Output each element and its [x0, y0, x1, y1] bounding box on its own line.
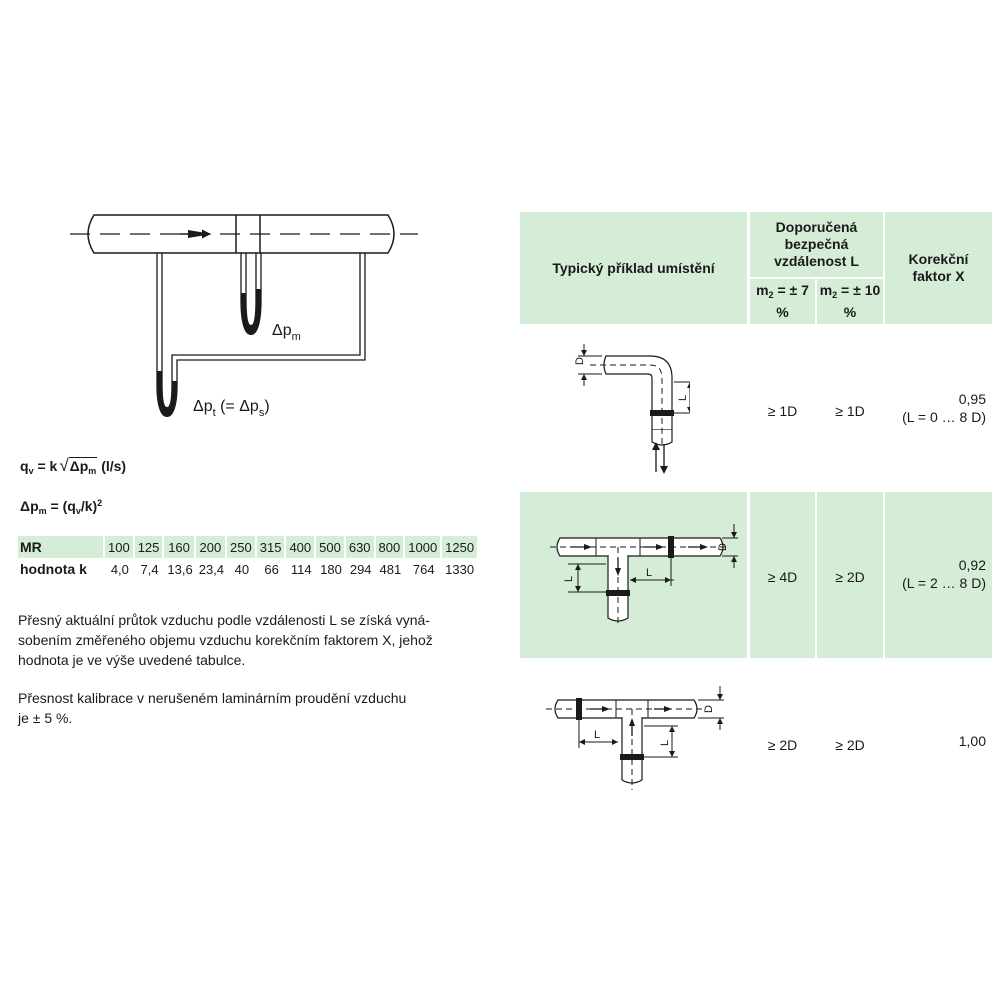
k-value: 66: [264, 561, 279, 577]
label-delta-pm: Δpm: [272, 322, 301, 343]
tee-branch-arrow-icon-down: [615, 568, 621, 576]
header-distance: Doporučená bezpečná vzdálenost L: [750, 212, 883, 277]
svg-text:L: L: [646, 567, 652, 579]
paragraph-accuracy: Přesnost kalibrace v nerušeném laminární…: [18, 690, 407, 726]
k-value: 294: [349, 561, 372, 577]
manometer-m: [240, 253, 262, 335]
row1-m2: ≥ 1D: [835, 403, 865, 419]
k-row: hodnota k 4,0 7,4 13,6 23,4 40 66 114 180 294 481…: [18, 558, 477, 580]
mr-value: 100: [105, 536, 135, 558]
tee-branch-arrow-icon-1: [584, 544, 592, 550]
mr-value: 500: [316, 536, 346, 558]
mr-value: 250: [227, 536, 257, 558]
mr-value: 315: [256, 536, 287, 558]
svg-text:L: L: [677, 395, 689, 401]
tee-branch-sensor-main: [668, 536, 674, 558]
svg-text:L: L: [659, 740, 671, 746]
tee-main-arrow-icon-1: [602, 706, 610, 712]
header-example: Typický příklad umístění: [520, 212, 747, 324]
k-value: 1330: [445, 561, 475, 577]
label-delta-pt: Δpt (= Δps): [193, 398, 270, 419]
k-value: 4,0: [110, 561, 129, 577]
row-green-bg-1: [520, 492, 747, 658]
mr-value: 200: [195, 536, 228, 558]
row2-factor: 0,92 (L = 2 … 8 D): [902, 557, 986, 591]
row3-m2: ≥ 2D: [835, 737, 865, 753]
row1-factor: 0,95 (L = 0 … 8 D): [902, 391, 986, 425]
tee-branch-sensor-branch: [606, 590, 630, 596]
row-green-bg-4: [885, 492, 992, 658]
tee-main-arrow-icon-up: [629, 718, 635, 726]
k-value: 764: [412, 561, 435, 577]
figure-tee-branch: D L L: [550, 524, 738, 626]
k-value: 180: [320, 561, 342, 577]
row2-m2: ≥ 2D: [835, 569, 865, 585]
row-green-bg-3: [817, 492, 883, 658]
tee-branch-arrow-icon-3: [700, 544, 708, 550]
row1-m1: ≥ 1D: [767, 403, 798, 419]
manometer-diagram: Δpm Δpt (= Δps): [70, 214, 418, 419]
k-value: 40: [234, 561, 250, 577]
k-value: 481: [379, 561, 402, 577]
mr-value: 160: [164, 536, 196, 558]
mr-value: 800: [375, 536, 406, 558]
manometer-t: [156, 365, 178, 417]
k-value: 114: [290, 561, 312, 577]
k-value: 7,4: [140, 561, 159, 577]
mr-value: 125: [134, 536, 165, 558]
header-factor: Korekční faktor X: [885, 212, 992, 324]
row3-factor: 1,00: [958, 733, 986, 749]
mr-value: 1000: [405, 536, 443, 558]
header-m2-7: m2 = ± 7 %: [750, 279, 815, 324]
tee-main-sensor-branch: [620, 754, 644, 760]
tee-main-sensor-main: [576, 698, 582, 720]
k-label: hodnota k: [20, 561, 87, 577]
mr-value: 630: [345, 536, 376, 558]
svg-text:D: D: [574, 357, 586, 365]
mr-label: MR: [18, 536, 105, 558]
paragraph-correction: Přesný aktuální průtok vzduchu podle vzd…: [18, 612, 433, 668]
row3-m1: ≥ 2D: [767, 737, 798, 753]
flow-arrow-icon: [188, 230, 212, 238]
mr-value: 1250: [442, 536, 478, 558]
k-value: 23,4: [198, 561, 225, 577]
svg-text:L: L: [594, 729, 600, 741]
svg-text:D: D: [703, 705, 715, 713]
elbow-arrow-up-icon: [652, 442, 660, 450]
formula-flow: qv = k√Δpm (l/s): [20, 456, 127, 476]
elbow-arrow-down-icon: [660, 466, 668, 474]
k-value: 13,6: [167, 561, 193, 577]
tee-main-arrow-icon-2: [664, 706, 672, 712]
mr-value: 400: [286, 536, 317, 558]
header-m2-10: m2 = ± 10 %: [817, 279, 883, 324]
svg-text:L: L: [563, 576, 575, 582]
figure-tee-main: D L L: [546, 686, 724, 790]
duct-pipe: [87, 214, 395, 254]
svg-text:D: D: [717, 543, 729, 551]
row-green-bg-2: [750, 492, 815, 658]
row2-m1: ≥ 4D: [767, 569, 798, 585]
formula-pressure: Δpm = (qv/k)2: [20, 498, 103, 516]
tee-branch-arrow-icon-2: [656, 544, 664, 550]
figure-elbow: D L: [574, 344, 690, 474]
